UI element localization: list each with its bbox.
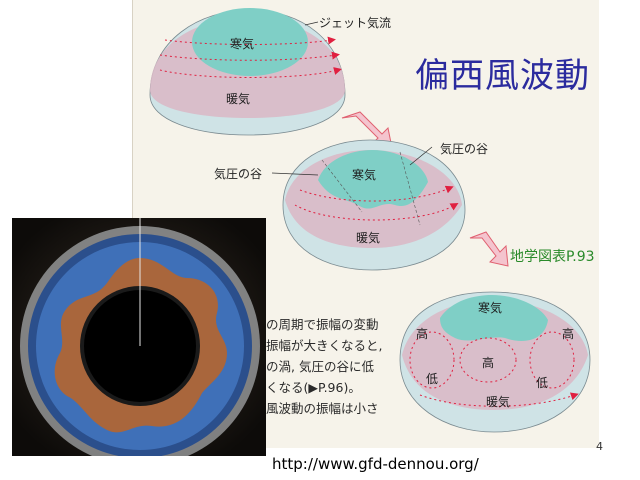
bottom-warm-label: 暖気 bbox=[486, 395, 511, 409]
jet-stream-label: ジェット気流 bbox=[319, 16, 392, 30]
rotating-tank-photo bbox=[12, 218, 266, 456]
hemisphere-bottom bbox=[399, 291, 591, 433]
body-line: くなる(▶P.96)。 bbox=[266, 380, 361, 395]
top-warm-label: 暖気 bbox=[226, 92, 251, 106]
textbook-body: の周期で振幅の変動 振幅が大きくなると, の渦, 気圧の谷に低 くなる(▶P.9… bbox=[266, 314, 406, 419]
bottom-cold-label: 寒気 bbox=[478, 301, 503, 315]
page-number: 4 bbox=[596, 440, 603, 453]
body-line: 振幅が大きくなると, bbox=[266, 338, 383, 353]
middle-warm-label: 暖気 bbox=[356, 231, 381, 245]
tank-illustration bbox=[12, 218, 266, 456]
trough-right-label: 気圧の谷 bbox=[440, 142, 489, 156]
cold-cap bbox=[318, 150, 428, 209]
top-cold-label: 寒気 bbox=[230, 37, 255, 51]
hemisphere-top bbox=[149, 8, 346, 136]
low-right-label: 低 bbox=[536, 376, 549, 390]
trough-left-label: 気圧の谷 bbox=[214, 167, 263, 181]
high-right-label: 高 bbox=[562, 327, 575, 341]
arrow-step-2 bbox=[469, 231, 509, 267]
high-left-label: 高 bbox=[416, 327, 429, 341]
cold-cap bbox=[440, 295, 548, 341]
high-center-label: 高 bbox=[482, 356, 495, 370]
cold-cap bbox=[192, 8, 308, 76]
middle-cold-label: 寒気 bbox=[352, 168, 377, 182]
reference-label: 地学図表P.93 bbox=[510, 249, 595, 265]
body-line: 風波動の振幅は小さ bbox=[266, 401, 379, 416]
source-url[interactable]: http://www.gfd-dennou.org/ bbox=[272, 455, 479, 473]
body-line: の周期で振幅の変動 bbox=[266, 317, 379, 332]
low-left-label: 低 bbox=[426, 372, 439, 386]
body-line: の渦, 気圧の谷に低 bbox=[266, 359, 374, 374]
slide-title: 偏西風波動 bbox=[415, 56, 590, 96]
hemisphere-middle bbox=[271, 139, 466, 271]
